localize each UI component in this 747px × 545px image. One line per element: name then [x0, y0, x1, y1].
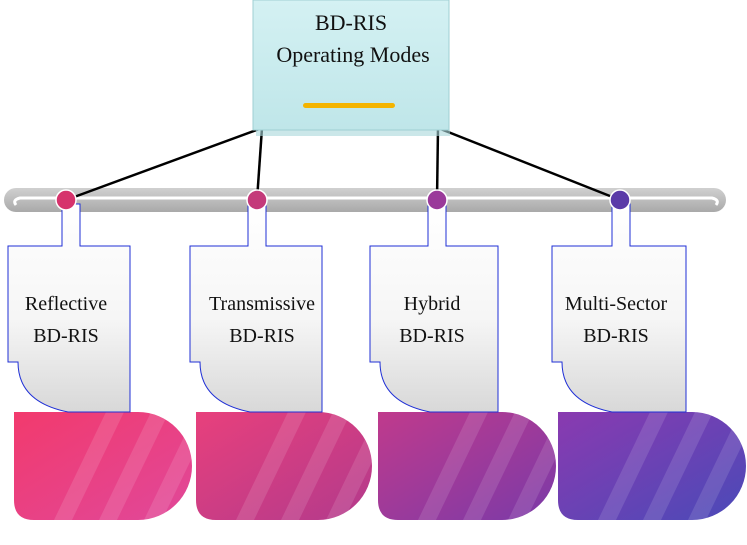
mode-label-line1: Transmissive — [209, 293, 315, 315]
connector-lines — [65, 126, 621, 202]
mode-card-body — [7, 203, 131, 413]
mode-node-dot — [55, 189, 77, 211]
connector-line-4 — [437, 126, 621, 202]
shine-stripe — [99, 412, 169, 520]
connection-rail — [4, 188, 726, 212]
mode-color-band — [378, 412, 556, 520]
title-line1: BD-RIS — [315, 10, 387, 35]
shine-stripe — [463, 412, 533, 520]
mode-node-dot — [426, 189, 448, 211]
mode-label-line2: BD-RIS — [399, 325, 465, 347]
shine-stripe — [643, 412, 713, 520]
mode-cards: ReflectiveBD-RISTransmissiveBD-RISHybrid… — [7, 189, 747, 520]
mode-label-line2: BD-RIS — [229, 325, 295, 347]
connector-line-3 — [435, 127, 440, 201]
mode-card-body — [551, 203, 687, 413]
title-line2: Operating Modes — [276, 42, 429, 67]
mode-label-line1: Multi-Sector — [565, 293, 668, 315]
title-box: BD-RIS Operating Modes — [252, 0, 450, 136]
mode-label-line1: Reflective — [25, 293, 107, 315]
mode-label-line1: Hybrid — [404, 293, 461, 315]
mode-label-line2: BD-RIS — [33, 325, 99, 347]
shine-stripe — [236, 412, 306, 520]
mode-card-body — [369, 203, 499, 413]
shine-stripe — [688, 412, 747, 520]
connector-line-1 — [65, 126, 263, 202]
mode-color-band — [196, 412, 372, 520]
shine-stripe — [418, 412, 488, 520]
connector-line-2 — [255, 127, 264, 201]
mode-color-band — [558, 412, 746, 520]
shine-stripe — [281, 412, 351, 520]
shine-stripe — [598, 412, 668, 520]
mode-node-dot — [246, 189, 268, 211]
mode-color-band — [14, 412, 192, 520]
title-underline — [303, 103, 395, 108]
shine-stripe — [54, 412, 124, 520]
mode-label-line2: BD-RIS — [583, 325, 649, 347]
mode-card-body — [189, 203, 323, 413]
mode-node-dot — [609, 189, 631, 211]
